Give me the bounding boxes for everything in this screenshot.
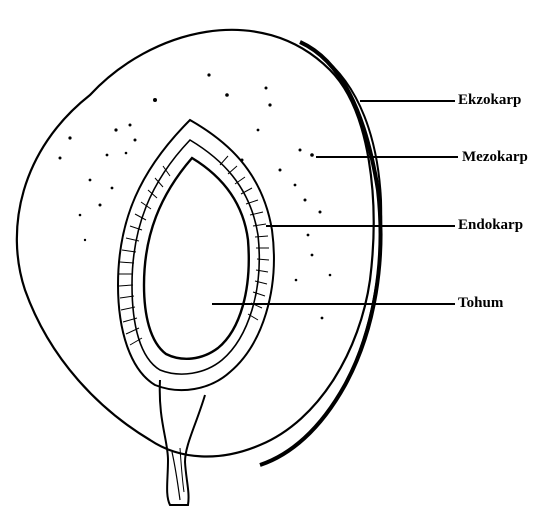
label-endocarp: Endokarp — [458, 218, 523, 233]
label-seed: Tohum — [458, 296, 503, 311]
mesocarp-dots — [59, 73, 332, 319]
seed — [144, 158, 249, 359]
label-exocarp: Ekzokarp — [458, 93, 521, 108]
endocarp-inner — [132, 140, 259, 374]
label-mesocarp: Mezokarp — [462, 150, 528, 165]
fruit-outline — [17, 30, 374, 457]
stalk — [160, 380, 205, 505]
exocarp-skin — [260, 42, 381, 465]
